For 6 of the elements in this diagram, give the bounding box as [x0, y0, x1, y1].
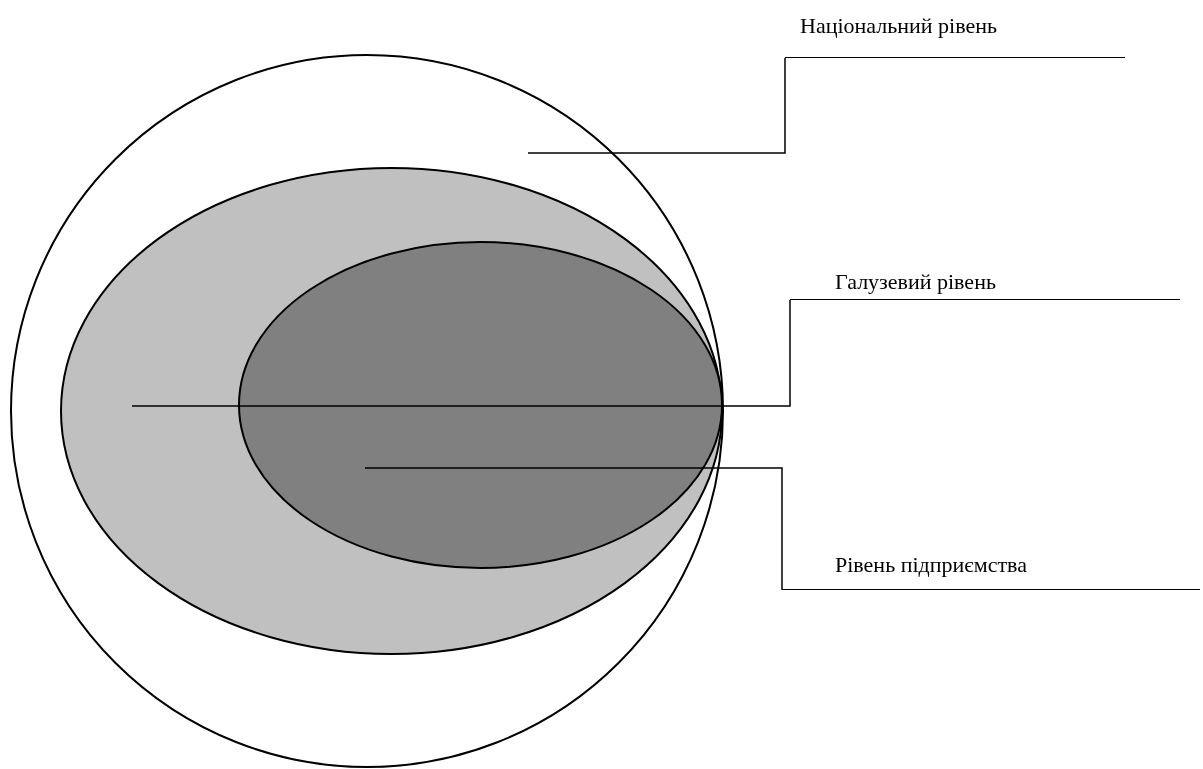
underlined-label: Рівень підприємства — [782, 551, 1200, 590]
underlined-label: Галузевий рівень — [790, 268, 1180, 300]
leader-line — [527, 57, 786, 154]
leader-line — [364, 467, 783, 591]
underlined-label: Національний рівень — [785, 12, 1125, 58]
leader-line — [131, 299, 791, 407]
